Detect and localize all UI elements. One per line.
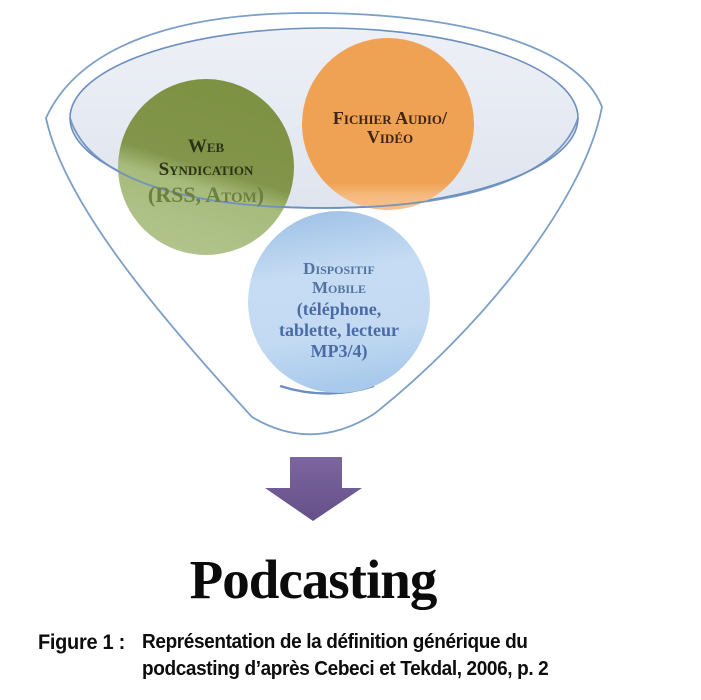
funnel-front-rim [69,117,579,209]
label-rss-atom: (RSS, Atom) [148,182,264,207]
podcasting-funnel-diagram: Web Syndication (RSS, Atom) Fichier Audi… [45,12,603,521]
podcasting-title: Podcasting [189,549,438,610]
funnel-outline [45,12,603,436]
circle-web-syndication [118,79,294,255]
label-mobile: Mobile [312,278,366,297]
label-fichier-audio: Fichier Audio/ [333,108,448,128]
label-web: Web [188,136,225,157]
label-video: Vidéo [367,127,413,147]
label-telephone: (téléphone, [297,299,382,320]
figure-caption: Figure 1 : Représentation de la définiti… [38,629,549,683]
label-syndication: Syndication [159,159,254,180]
label-tablette-lecteur: tablette, lecteur [279,320,399,340]
caption-line-1: Représentation de la définition génériqu… [142,631,528,653]
circle-dispositif-mobile [248,211,430,393]
caption-label: Figure 1 : [38,631,125,654]
caption-text: Représentation de la définition génériqu… [142,629,549,683]
label-mp34: MP3/4) [311,341,368,362]
circle-fichier-audio-video [302,38,474,210]
down-arrow [265,457,362,521]
label-dispositif: Dispositif [303,259,375,278]
caption-line-2: podcasting d’après Cebeci et Tekdal, 200… [142,658,549,680]
